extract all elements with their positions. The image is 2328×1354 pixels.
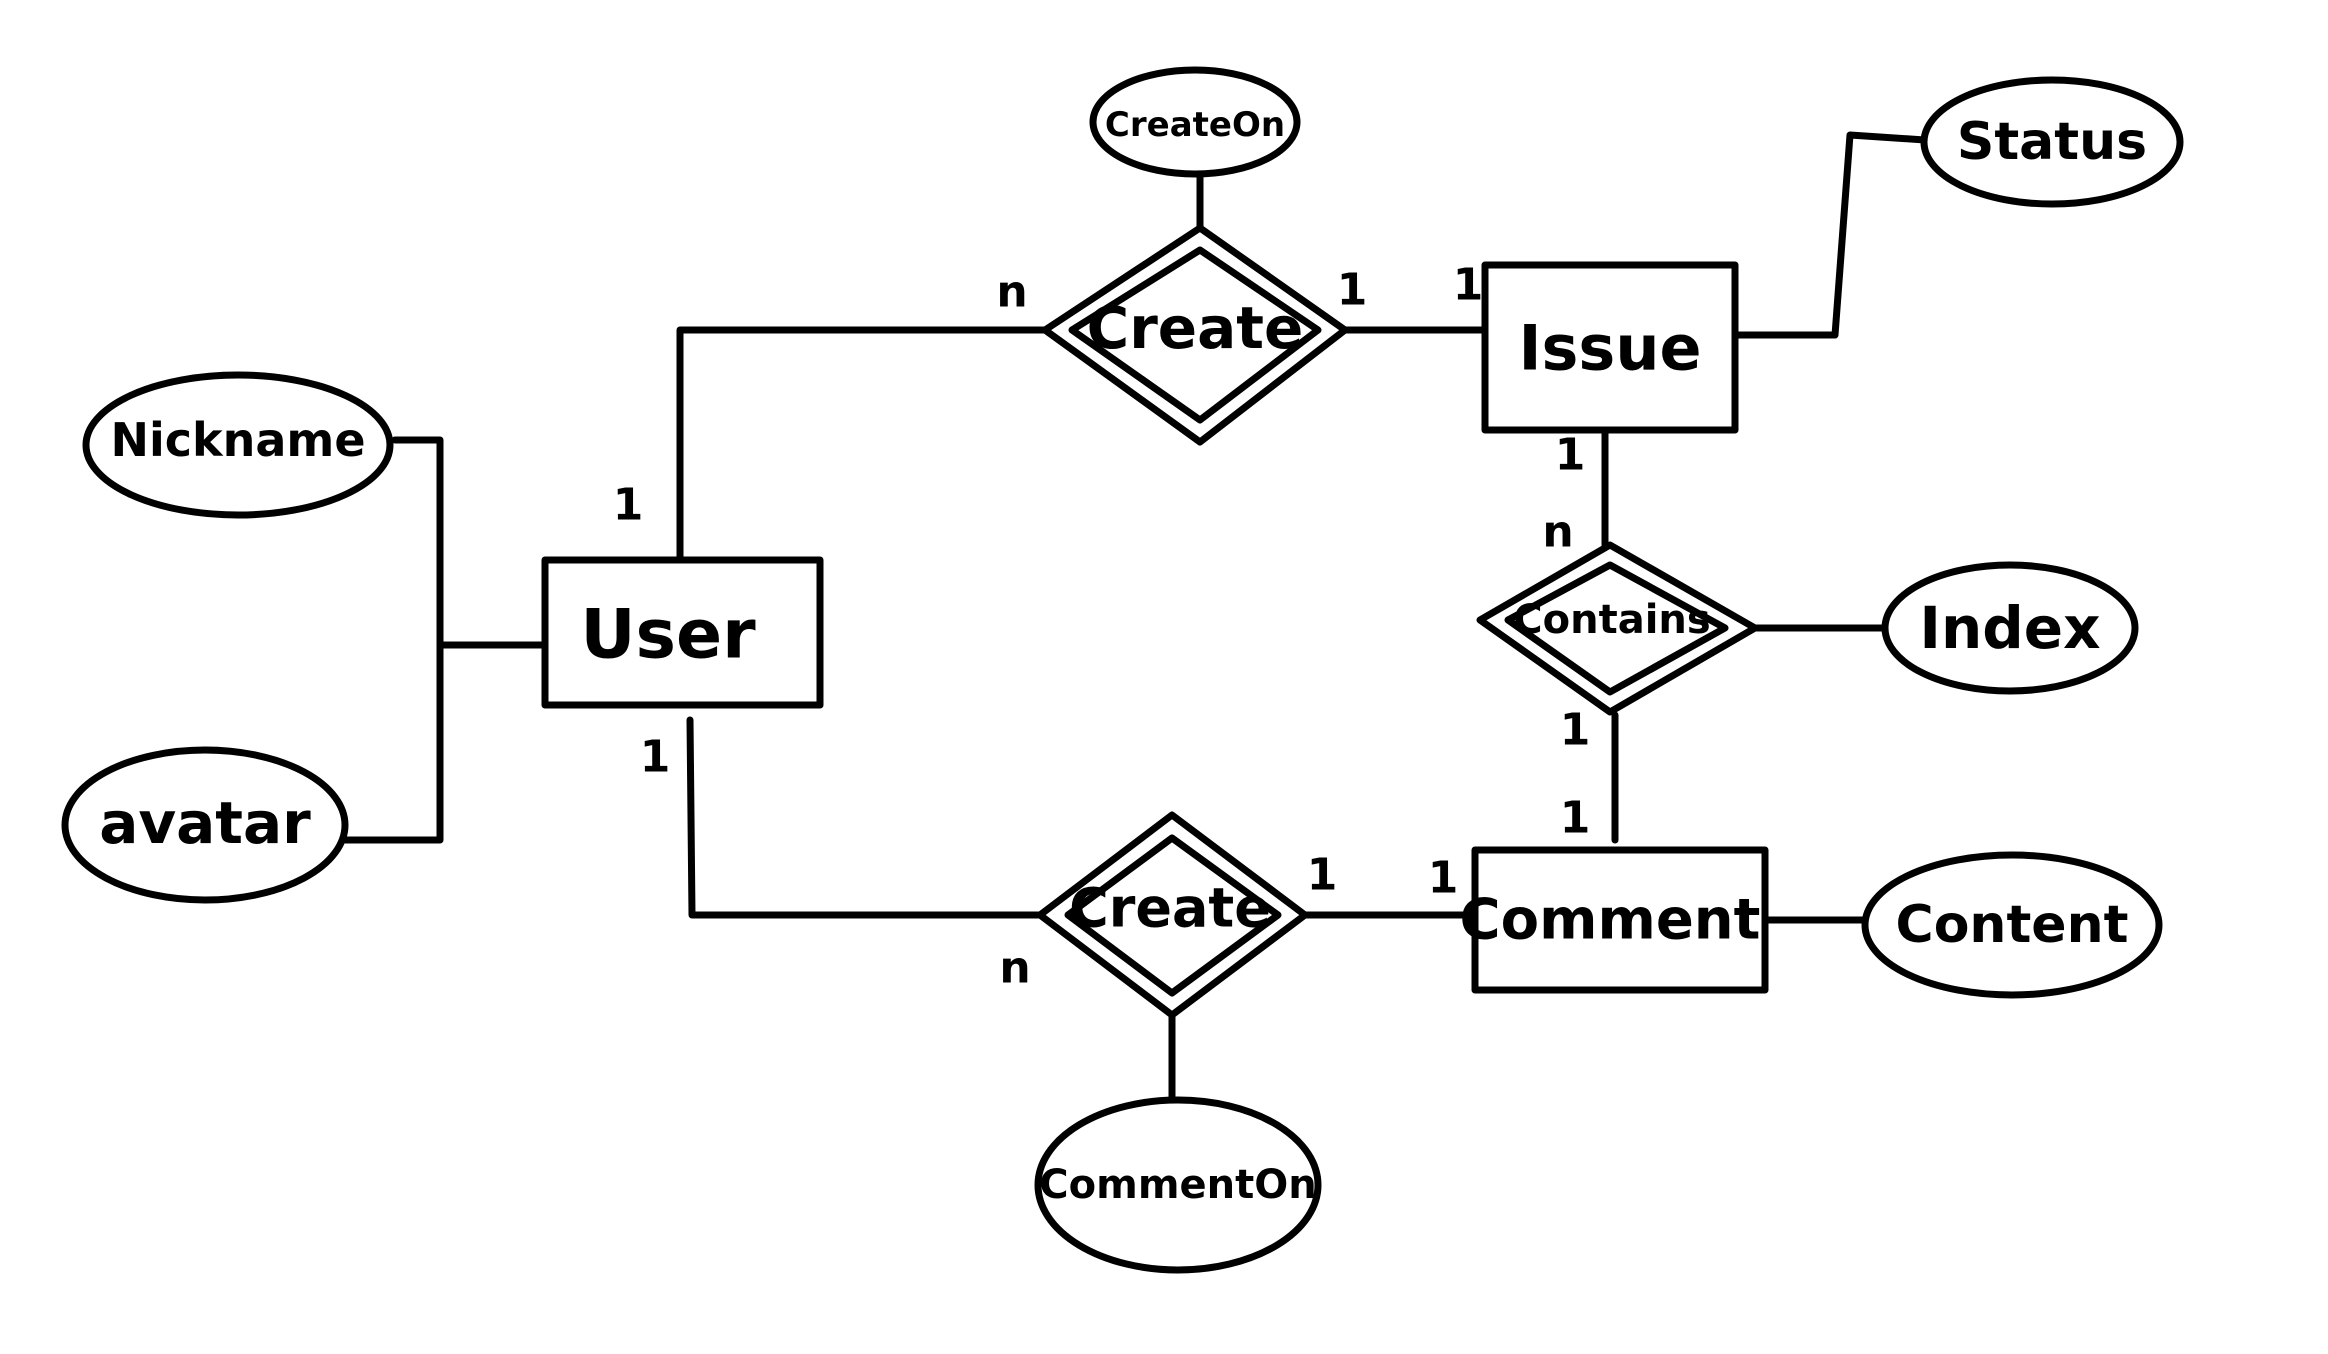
card-issue-contains: 1 [1555,430,1586,481]
relationship-create-issue-label: Create [1087,294,1304,362]
entity-issue: Issue [1481,261,1739,434]
line-user-create-issue [676,326,1049,564]
attribute-commenton-label: CommentOn [1039,1162,1316,1208]
attribute-status-label: Status [1957,112,2147,172]
relationship-create-issue: Create [1041,224,1349,446]
attribute-index-label: Index [1919,594,2100,662]
connector-lines [341,131,1929,1104]
entity-user: User [541,556,824,709]
card-create-comment-user: n [999,943,1030,994]
attribute-avatar-label: avatar [99,789,311,857]
relationship-contains: Contains [1476,541,1759,716]
attribute-avatar: avatar [61,746,349,904]
card-contains-comment: 1 [1560,705,1591,756]
attribute-content-label: Content [1896,895,2129,955]
card-create-comment-comment: 1 [1307,850,1338,901]
card-user-create-issue: 1 [613,480,644,531]
relationship-create-comment: Create [1036,811,1309,1019]
cardinality-labels: 1 n 1 1 1 n 1 1 1 n 1 1 [613,260,1591,994]
relationship-contains-label: Contains [1513,597,1710,643]
entity-comment: Comment [1460,846,1769,994]
attribute-content: Content [1861,851,2163,999]
relationship-create-comment-label: Create [1069,877,1271,940]
attribute-commenton: CommentOn [1034,1096,1322,1274]
line-user-create-comment [686,716,1044,919]
card-comment-create-comment: 1 [1428,853,1459,904]
card-contains-issue: n [1542,507,1573,558]
attribute-status: Status [1920,76,2184,208]
line-nickname-bus [341,436,444,844]
line-issue-status [1731,131,1929,339]
card-comment-contains: 1 [1560,793,1591,844]
attribute-createon-label: CreateOn [1105,105,1285,145]
attribute-createon: CreateOn [1089,66,1301,178]
card-create-issue-user: n [996,267,1027,318]
attribute-nickname-label: Nickname [110,413,365,467]
card-create-issue-issue: 1 [1337,265,1368,316]
card-user-create-comment: 1 [640,732,671,783]
entity-comment-label: Comment [1460,888,1761,953]
entity-issue-label: Issue [1518,312,1701,385]
card-issue-create-issue: 1 [1453,260,1484,311]
attribute-nickname: Nickname [82,371,394,519]
attribute-index: Index [1881,561,2139,695]
entity-user-label: User [580,596,756,675]
